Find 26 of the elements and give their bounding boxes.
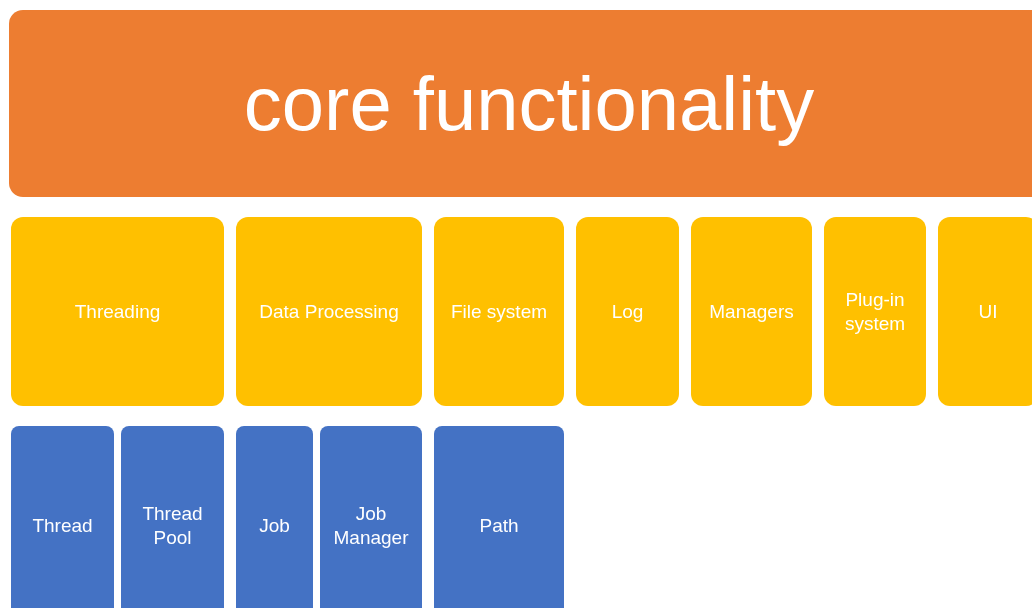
node-label: Plug-in system <box>843 287 907 336</box>
component-box <box>121 426 224 608</box>
component-box <box>11 426 114 608</box>
node-label: Managers <box>709 299 794 324</box>
category-box <box>576 217 679 406</box>
node-label: Data Processing <box>259 299 399 324</box>
node-label: UI <box>978 299 998 324</box>
node-label: Log <box>611 299 644 324</box>
component-box <box>434 426 564 608</box>
category-box <box>236 217 422 406</box>
node-label: Threading <box>74 299 161 324</box>
node-label: Job <box>259 514 290 538</box>
node-label: Path <box>479 514 519 538</box>
category-box <box>938 217 1032 406</box>
category-box <box>11 217 224 406</box>
node-label: Job Manager <box>332 502 410 550</box>
category-box <box>824 217 926 406</box>
node-label: Thread <box>32 514 93 538</box>
component-box <box>236 426 313 608</box>
header-banner <box>9 10 1032 197</box>
node-label: Thread Pool <box>141 502 204 550</box>
component-box <box>320 426 422 608</box>
node-label: File system <box>450 299 548 324</box>
category-box <box>691 217 812 406</box>
category-box <box>434 217 564 406</box>
node-label: core functionality <box>243 60 815 148</box>
